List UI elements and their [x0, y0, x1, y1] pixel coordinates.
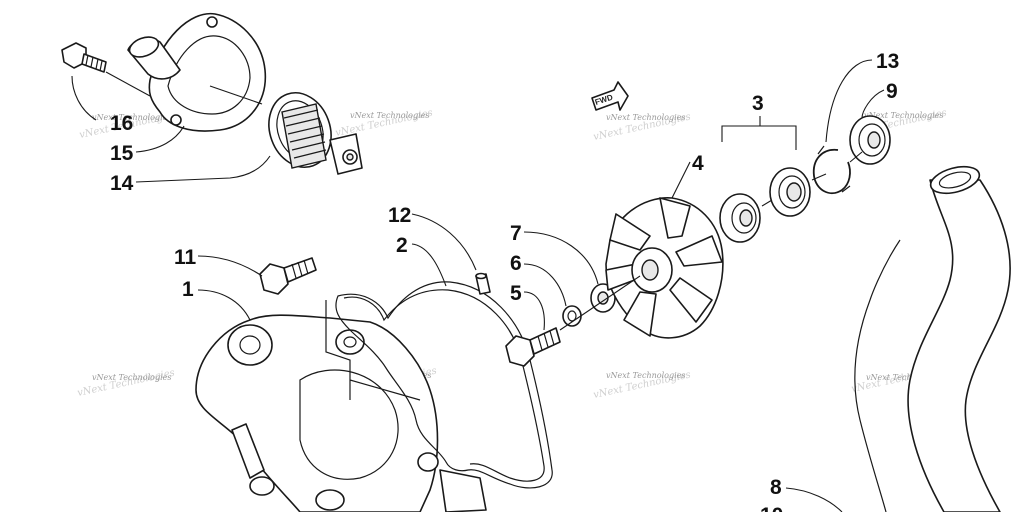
callout-5: 5 [510, 282, 522, 305]
watermark: vNext Technologies [864, 111, 943, 120]
callout-9: 9 [886, 80, 898, 103]
callout-1: 1 [182, 278, 194, 301]
hose-part-8 [854, 165, 1011, 512]
callout-14: 14 [110, 172, 134, 195]
seal-part-3b [769, 167, 811, 217]
seal-part-3a [719, 193, 761, 243]
callout-4: 4 [692, 152, 704, 175]
leader-lines [71, 59, 885, 512]
bolt-part-5 [505, 327, 561, 367]
watermark: vNext Technologies [866, 373, 945, 382]
impeller-part-4 [605, 197, 724, 339]
callouts: 16 15 14 12 2 11 1 7 6 5 4 3 13 9 8 10 [110, 50, 899, 512]
thermostat-housing-part-15 [127, 12, 267, 132]
callout-7: 7 [510, 222, 522, 245]
dowel-pin-part-12 [475, 272, 491, 295]
bolt-part-16 [61, 42, 107, 73]
bolt-part-11 [259, 257, 317, 295]
thermostat-part-14 [268, 92, 363, 175]
callout-15: 15 [110, 142, 134, 165]
watermark: vNext Technologies [606, 371, 685, 380]
callout-12: 12 [388, 204, 411, 227]
fwd-arrow-icon: FWD [591, 81, 629, 111]
watermark: vNext Technologies [606, 113, 685, 122]
pump-housing-part-1 [195, 300, 487, 512]
callout-16: 16 [110, 112, 133, 135]
callout-13: 13 [876, 50, 899, 73]
watermark: vNext Technologies [350, 111, 429, 120]
snap-ring-part-13 [812, 145, 851, 195]
callout-11: 11 [174, 246, 197, 269]
callout-6: 6 [510, 252, 522, 275]
watermark: vNext Technologies [92, 373, 171, 382]
washer-part-6 [562, 305, 582, 327]
callout-8: 8 [770, 476, 782, 499]
watermark: vNext Technologies [92, 113, 171, 122]
callout-3: 3 [752, 92, 764, 115]
callout-2: 2 [396, 234, 408, 257]
seal-part-9 [849, 115, 891, 165]
callout-10: 10 [760, 504, 783, 512]
